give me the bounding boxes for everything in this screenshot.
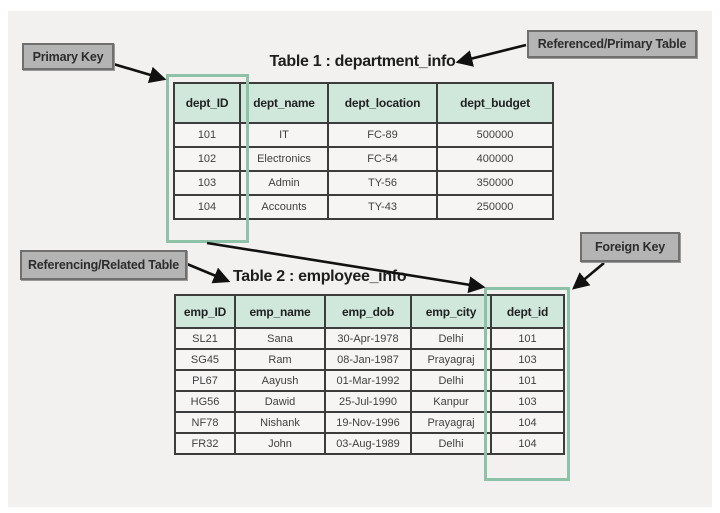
- column-header: emp_dob: [324, 294, 412, 329]
- table-cell: Sana: [234, 327, 326, 350]
- table-cell: John: [234, 432, 326, 455]
- column-header: emp_city: [410, 294, 492, 329]
- table-cell: 500000: [436, 122, 554, 148]
- table1-title: Table 1 : department_info: [269, 53, 456, 70]
- table-cell: NF78: [174, 411, 236, 434]
- table-cell: 19-Nov-1996: [324, 411, 412, 434]
- table-cell: Delhi: [410, 369, 492, 392]
- column-header: dept_ID: [173, 82, 241, 124]
- table-cell: Delhi: [410, 432, 492, 455]
- table-cell: 08-Jan-1987: [324, 348, 412, 371]
- table-cell: PL67: [174, 369, 236, 392]
- table-cell: HG56: [174, 390, 236, 413]
- table-cell: Admin: [239, 170, 329, 196]
- table-cell: Prayagraj: [410, 348, 492, 371]
- column-header: emp_ID: [174, 294, 236, 329]
- table-cell: 350000: [436, 170, 554, 196]
- table-cell: Aayush: [234, 369, 326, 392]
- table-cell: 30-Apr-1978: [324, 327, 412, 350]
- table-cell: 101: [173, 122, 241, 148]
- table-cell: 25-Jul-1990: [324, 390, 412, 413]
- table-cell: 104: [490, 432, 565, 455]
- foreign-key-label: Foreign Key: [580, 232, 680, 262]
- table-cell: SL21: [174, 327, 236, 350]
- table-cell: Accounts: [239, 194, 329, 220]
- table-cell: 104: [490, 411, 565, 434]
- table-cell: IT: [239, 122, 329, 148]
- table-cell: 103: [173, 170, 241, 196]
- table-cell: 400000: [436, 146, 554, 172]
- table-cell: SG45: [174, 348, 236, 371]
- table-cell: 104: [173, 194, 241, 220]
- table-cell: Delhi: [410, 327, 492, 350]
- table-cell: 101: [490, 369, 565, 392]
- referenced-primary-table-label: Referenced/Primary Table: [527, 30, 697, 58]
- table2-title: Table 2 : employee_info: [233, 268, 407, 285]
- column-header: dept_location: [327, 82, 438, 124]
- referencing-related-table-label: Referencing/Related Table: [20, 250, 187, 280]
- table-cell: TY-43: [327, 194, 438, 220]
- table-cell: 103: [490, 348, 565, 371]
- table-cell: FR32: [174, 432, 236, 455]
- table-cell: 250000: [436, 194, 554, 220]
- table-cell: Dawid: [234, 390, 326, 413]
- table-cell: FC-54: [327, 146, 438, 172]
- column-header: emp_name: [234, 294, 326, 329]
- column-header: dept_budget: [436, 82, 554, 124]
- column-header: dept_name: [239, 82, 329, 124]
- table-cell: 103: [490, 390, 565, 413]
- column-header: dept_id: [490, 294, 565, 329]
- table-cell: Electronics: [239, 146, 329, 172]
- table-cell: 101: [490, 327, 565, 350]
- table-cell: Kanpur: [410, 390, 492, 413]
- table-cell: Ram: [234, 348, 326, 371]
- table-cell: Nishank: [234, 411, 326, 434]
- primary-key-label: Primary Key: [22, 43, 114, 70]
- table-cell: Prayagraj: [410, 411, 492, 434]
- table-cell: 01-Mar-1992: [324, 369, 412, 392]
- table-cell: FC-89: [327, 122, 438, 148]
- table-cell: 03-Aug-1989: [324, 432, 412, 455]
- table-cell: 102: [173, 146, 241, 172]
- table-cell: TY-56: [327, 170, 438, 196]
